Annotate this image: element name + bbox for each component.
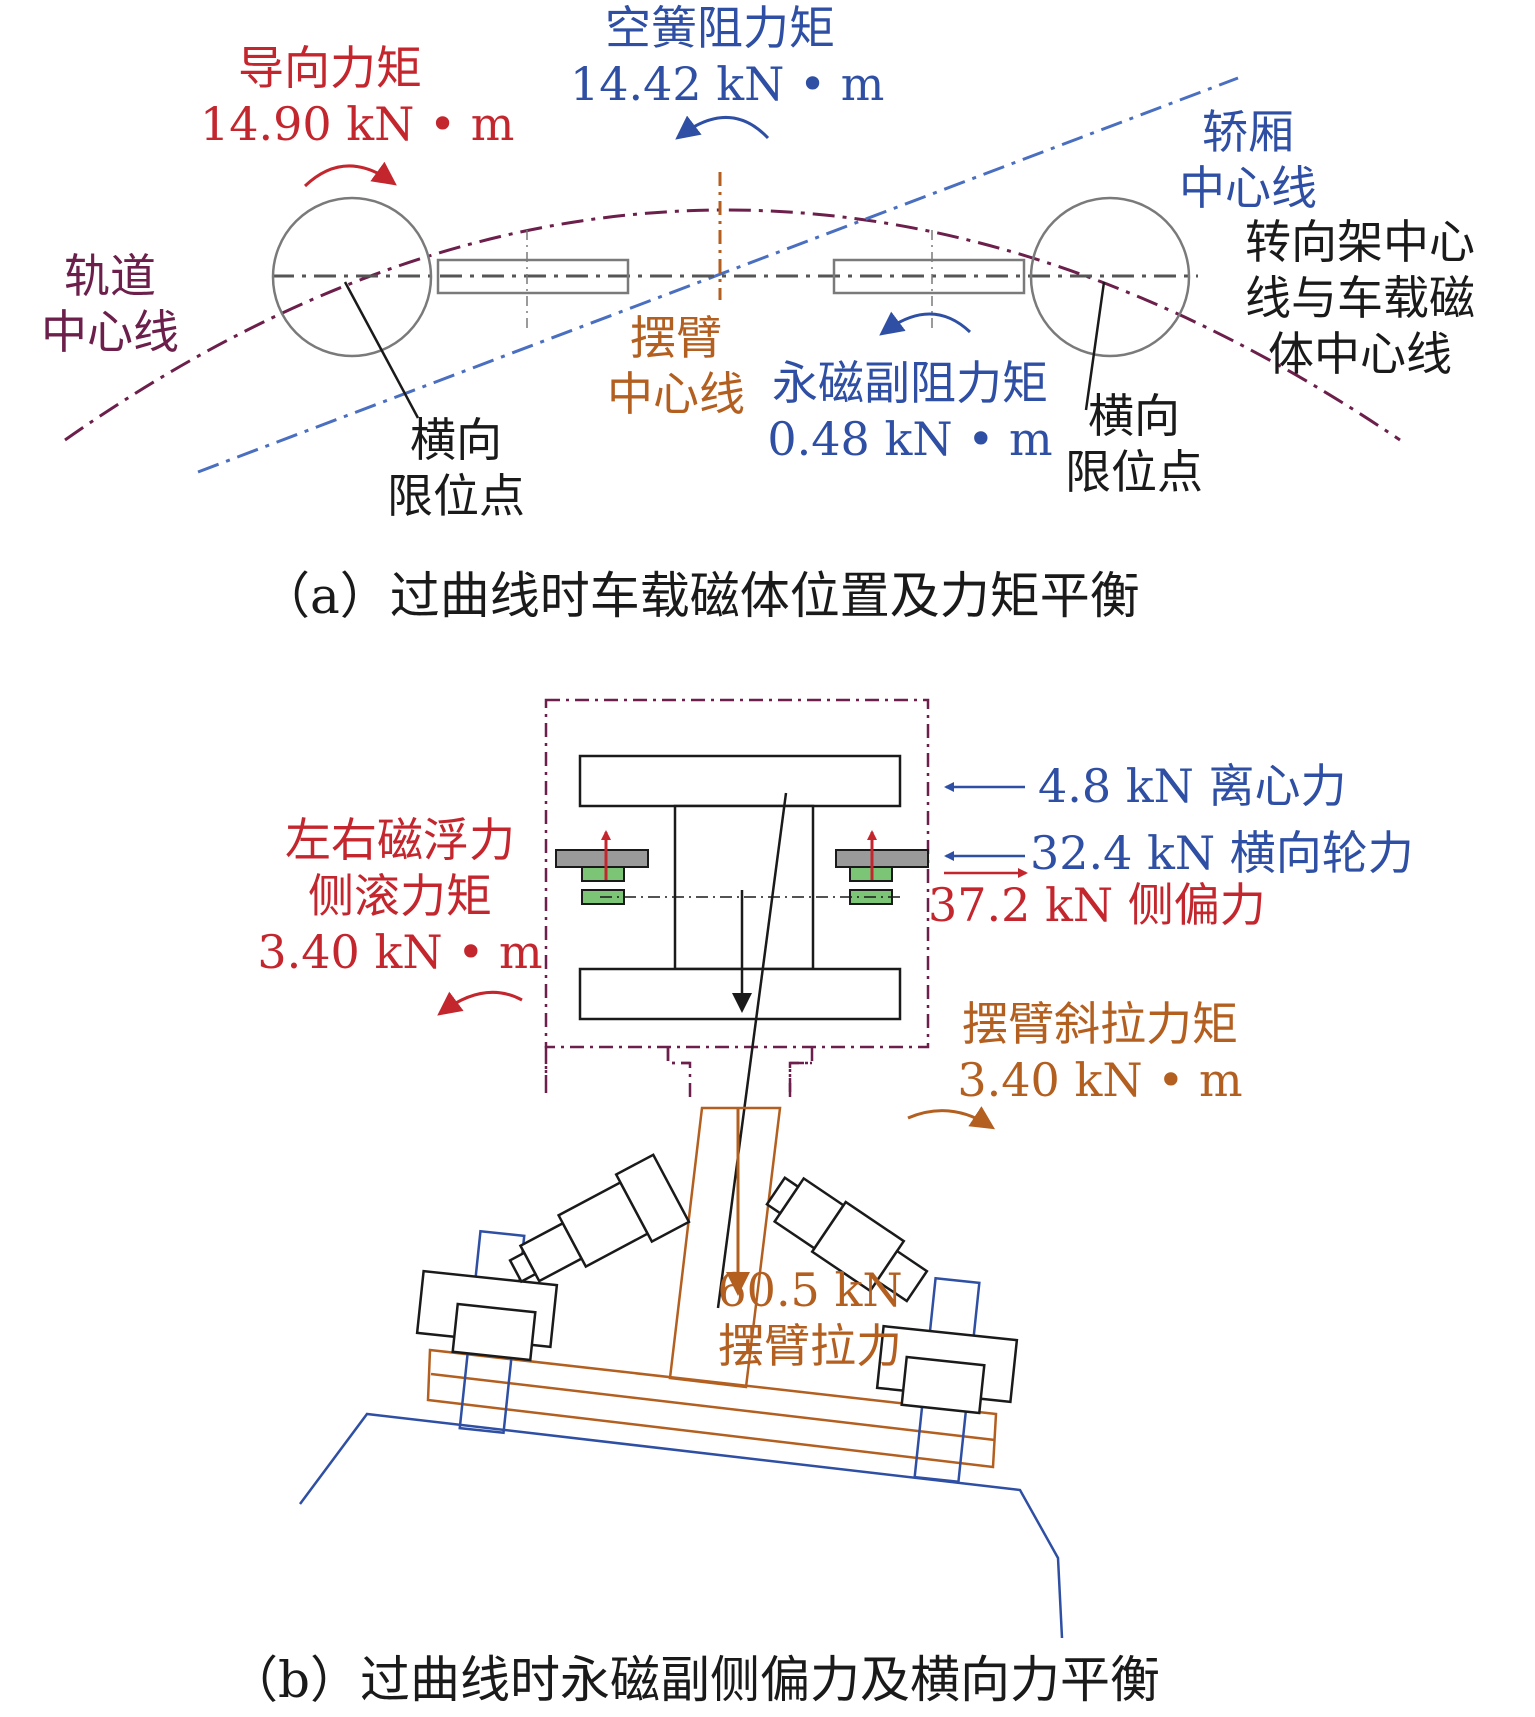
lateral-stop-right-line2: 限位点 (1065, 445, 1203, 499)
swing-arm-tension-line2: 摆臂拉力 (718, 1319, 902, 1373)
upper-beam (578, 754, 902, 808)
lateral-stop-left-leader (343, 281, 420, 419)
lateral-stop-left-label: 横向 限位点 (376, 412, 536, 524)
swing-arm-tension-label: 60.5 kN 摆臂拉力 (700, 1262, 920, 1374)
guide-moment-arrow (303, 161, 397, 188)
bogie-centerline-line3: 体中心线 (1268, 327, 1452, 381)
car-body-centerline-label: 轿厢 中心线 (1168, 104, 1328, 216)
air-spring-moment-value: 14.42 kN • m (570, 57, 885, 111)
swing-arm-centerline-line2: 中心线 (607, 367, 745, 421)
lateral-stop-right-line1: 横向 (1088, 389, 1180, 443)
panel-b (298, 698, 1064, 1639)
air-spring-moment-label: 空簧阻力矩 14.42 kN • m (570, 0, 885, 112)
pm-pair-moment-label: 永磁副阻力矩 0.48 kN • m (750, 355, 1070, 467)
car-body-centerline (197, 76, 1239, 474)
air-spring-moment-arrow (675, 115, 770, 140)
centrifugal-force-label: 4.8 kN 离心力 (1038, 759, 1347, 813)
lower-beam (578, 967, 902, 1021)
track-centerline-line2: 中心线 (41, 305, 179, 359)
guide-moment-label: 导向力矩 14.90 kN • m (200, 40, 515, 152)
lateral-wheel-force-label: 32.4 kN 横向轮力 (1030, 826, 1414, 880)
track-centerline-line1: 轨道 (64, 249, 156, 303)
levitation-line1: 左右磁浮力 (285, 813, 515, 867)
guide-moment-title: 导向力矩 (238, 41, 422, 95)
left-pm-plate (555, 849, 649, 868)
bogie-centerline-label: 转向架中心 线与车载磁 体中心线 (1225, 214, 1495, 382)
track-centerline (64, 208, 1401, 442)
levitation-label: 左右磁浮力 侧滚力矩 3.40 kN • m (250, 812, 550, 980)
panel-a (64, 76, 1401, 474)
car-body-centerline-line1: 轿厢 (1202, 105, 1294, 159)
lateral-stop-right-label: 横向 限位点 (1054, 388, 1214, 500)
lateral-stop-left-line2: 限位点 (387, 469, 525, 523)
bogie-centerline-line1: 转向架中心 (1245, 215, 1475, 269)
right-wheel (1029, 196, 1191, 358)
car-body-frame (544, 1046, 812, 1093)
right-pm-plate (835, 849, 929, 868)
lateral-stop-left-line1: 横向 (410, 413, 502, 467)
levitation-line2: 侧滚力矩 (308, 869, 492, 923)
levitation-moment-arrow (437, 990, 523, 1016)
pm-pair-moment-title: 永磁副阻力矩 (772, 356, 1048, 410)
swing-arm (668, 1106, 782, 1389)
swing-arm-moment-label: 摆臂斜拉力矩 3.40 kN • m (940, 996, 1260, 1108)
track-centerline-label: 轨道 中心线 (30, 248, 190, 360)
bogie-centerline-line2: 线与车载磁 (1245, 271, 1475, 325)
caption-a: （a）过曲线时车载磁体位置及力矩平衡 (260, 567, 1140, 625)
caption-b: （b）过曲线时永磁副侧偏力及横向力平衡 (228, 1651, 1161, 1709)
swing-arm-tension-line1: 60.5 kN (717, 1263, 903, 1317)
lateral-stop-right-leader (1084, 281, 1106, 411)
web (673, 804, 815, 971)
side-offset-force-label: 37.2 kN 侧偏力 (928, 878, 1266, 932)
swing-arm-moment-line1: 摆臂斜拉力矩 (962, 997, 1238, 1051)
pm-pair-moment-value: 0.48 kN • m (767, 412, 1053, 466)
car-body-centerline-line2: 中心线 (1179, 161, 1317, 215)
swing-arm-centerline-label: 摆臂 中心线 (596, 310, 756, 422)
bogie-beam (426, 1348, 998, 1469)
guide-moment-value: 14.90 kN • m (200, 97, 515, 151)
levitation-line3: 3.40 kN • m (257, 925, 543, 979)
guideway (298, 1412, 1064, 1639)
swing-arm-moment-line2: 3.40 kN • m (957, 1053, 1243, 1107)
swing-arm-centerline-line1: 摆臂 (630, 311, 722, 365)
left-magnet (436, 258, 630, 295)
pm-pair-moment-arrow (879, 311, 972, 336)
right-magnet (832, 258, 1026, 295)
air-spring-moment-title: 空簧阻力矩 (605, 1, 835, 55)
swing-arm-moment-arrow (907, 1106, 996, 1130)
left-wheel (271, 196, 433, 358)
